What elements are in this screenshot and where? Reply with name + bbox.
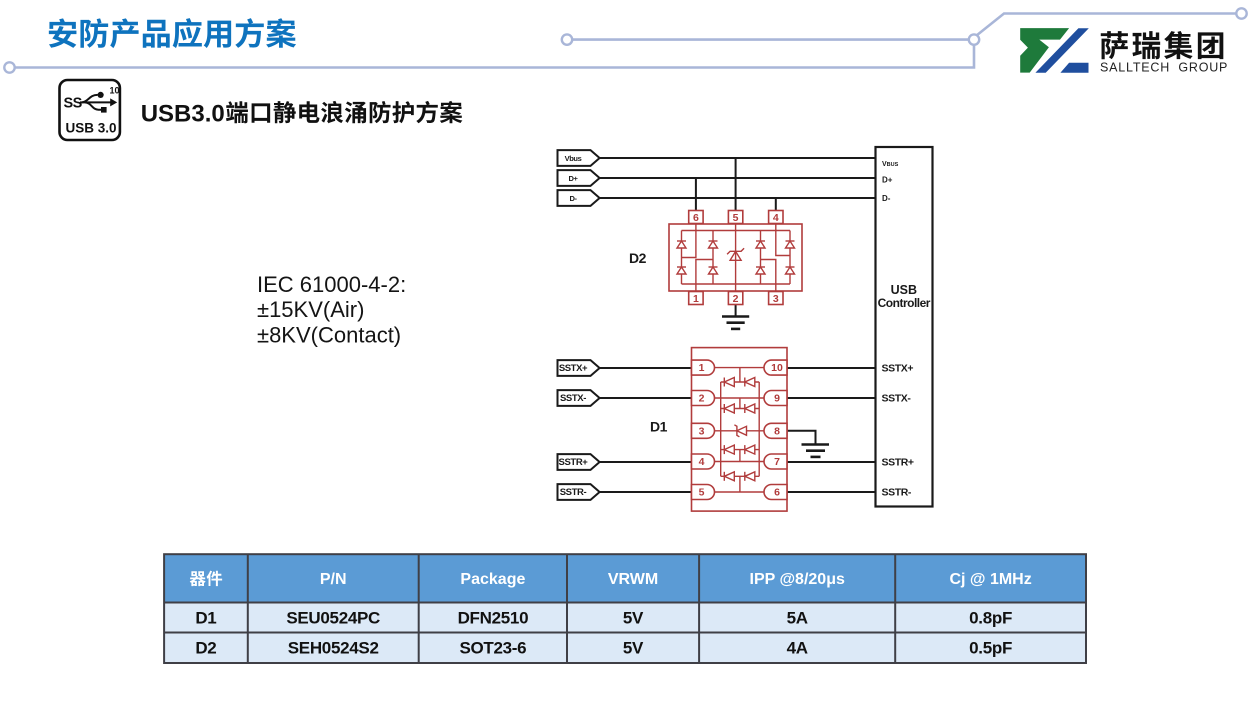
svg-text:SEH0524S2: SEH0524S2 bbox=[288, 639, 379, 658]
svg-text:USB3.0: USB3.0 bbox=[141, 100, 225, 127]
svg-text:Package: Package bbox=[460, 571, 525, 588]
svg-text:6: 6 bbox=[774, 487, 780, 499]
svg-text:4: 4 bbox=[699, 456, 705, 468]
svg-text:D-: D- bbox=[882, 194, 891, 203]
svg-text:SS: SS bbox=[64, 96, 83, 112]
svg-text:9: 9 bbox=[774, 393, 780, 405]
svg-text:VRWM: VRWM bbox=[608, 571, 658, 588]
svg-text:D1: D1 bbox=[195, 608, 216, 627]
svg-text:SSTR-: SSTR- bbox=[560, 487, 587, 498]
svg-text:8: 8 bbox=[774, 425, 780, 437]
svg-text:SSTX-: SSTX- bbox=[882, 392, 912, 404]
svg-text:10: 10 bbox=[110, 86, 120, 96]
svg-text:SALLTECH GROUP: SALLTECH GROUP bbox=[1100, 61, 1228, 75]
svg-text:D+: D+ bbox=[882, 176, 893, 185]
svg-text:D2: D2 bbox=[195, 639, 216, 658]
svg-text:SSTR+: SSTR+ bbox=[559, 457, 589, 468]
svg-text:10: 10 bbox=[771, 362, 783, 374]
svg-text:Controller: Controller bbox=[878, 296, 931, 310]
svg-text:1: 1 bbox=[699, 362, 705, 374]
svg-text:1: 1 bbox=[693, 293, 699, 305]
svg-text:3: 3 bbox=[773, 293, 779, 305]
svg-text:5A: 5A bbox=[787, 608, 808, 627]
svg-text:SSTX+: SSTX+ bbox=[882, 362, 914, 374]
svg-text:USB: USB bbox=[891, 283, 917, 297]
svg-text:4A: 4A bbox=[787, 639, 808, 658]
svg-text:3: 3 bbox=[699, 425, 705, 437]
svg-text:P/N: P/N bbox=[320, 571, 347, 588]
svg-text:6: 6 bbox=[693, 212, 699, 224]
svg-text:±8KV(Contact): ±8KV(Contact) bbox=[257, 323, 401, 348]
svg-text:IPP @8/20μs: IPP @8/20μs bbox=[750, 571, 845, 588]
svg-text:SSTR-: SSTR- bbox=[882, 486, 912, 498]
svg-text:5: 5 bbox=[733, 212, 739, 224]
svg-text:5: 5 bbox=[699, 487, 705, 499]
svg-text:D+: D+ bbox=[569, 174, 579, 183]
svg-text:SSTX-: SSTX- bbox=[560, 393, 586, 404]
svg-text:D2: D2 bbox=[629, 250, 647, 266]
svg-text:VBUS: VBUS bbox=[882, 161, 899, 168]
svg-text:5V: 5V bbox=[623, 639, 644, 658]
svg-text:SEU0524PC: SEU0524PC bbox=[286, 608, 380, 627]
svg-text:D1: D1 bbox=[650, 419, 668, 435]
svg-text:0.8pF: 0.8pF bbox=[969, 608, 1012, 627]
svg-text:0.5pF: 0.5pF bbox=[969, 639, 1012, 658]
svg-text:7: 7 bbox=[774, 456, 780, 468]
svg-text:D-: D- bbox=[569, 194, 577, 203]
svg-text:±15KV(Air): ±15KV(Air) bbox=[257, 297, 364, 322]
svg-text:4: 4 bbox=[773, 212, 779, 224]
svg-text:SSTX+: SSTX+ bbox=[559, 363, 588, 374]
svg-text:2: 2 bbox=[733, 293, 739, 305]
svg-text:USB 3.0: USB 3.0 bbox=[65, 120, 116, 135]
svg-text:IEC 61000-4-2:: IEC 61000-4-2: bbox=[257, 272, 406, 297]
svg-text:SSTR+: SSTR+ bbox=[882, 456, 914, 468]
svg-text:5V: 5V bbox=[623, 608, 644, 627]
svg-text:SOT23-6: SOT23-6 bbox=[459, 639, 526, 658]
svg-text:Vbus: Vbus bbox=[565, 154, 582, 163]
svg-text:2: 2 bbox=[699, 393, 705, 405]
svg-text:Cj @ 1MHz: Cj @ 1MHz bbox=[949, 571, 1031, 588]
svg-text:DFN2510: DFN2510 bbox=[458, 608, 529, 627]
